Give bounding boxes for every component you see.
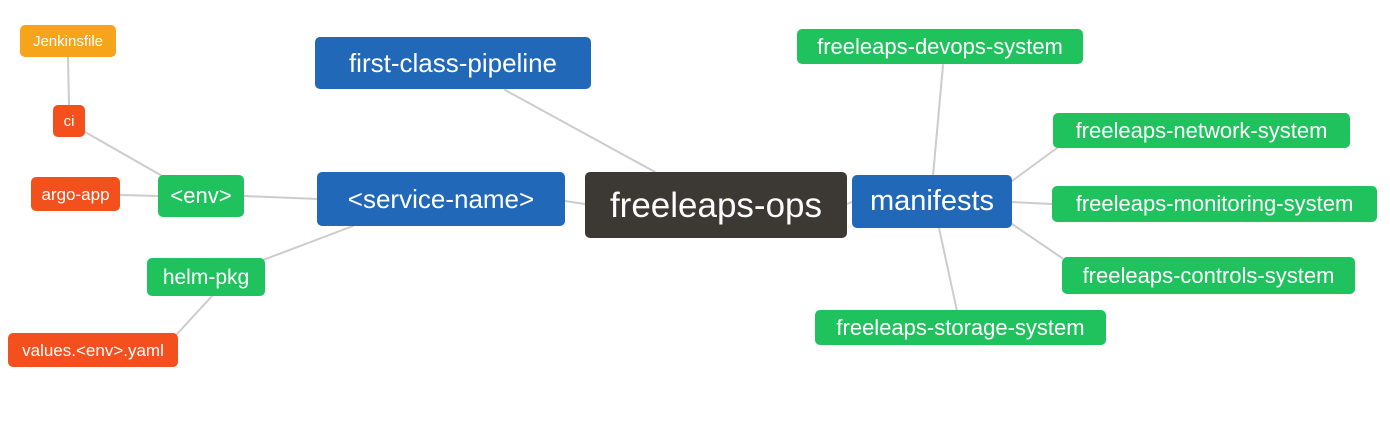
node-manifests[interactable]: manifests: [852, 175, 1012, 228]
edge-ops-manifests: [846, 201, 853, 205]
edge-ci-env: [84, 131, 165, 178]
node-freeleaps-monitoring-system[interactable]: freeleaps-monitoring-system: [1052, 186, 1377, 222]
node-env[interactable]: <env>: [158, 175, 244, 217]
edge-manifests-controls-system: [1011, 223, 1063, 259]
node-freeleaps-ops-root[interactable]: freeleaps-ops: [585, 172, 847, 238]
edge-jenkinsfile-ci: [67, 56, 70, 106]
node-freeleaps-devops-system[interactable]: freeleaps-devops-system: [797, 29, 1083, 64]
node-first-class-pipeline[interactable]: first-class-pipeline: [315, 37, 591, 89]
node-freeleaps-storage-system[interactable]: freeleaps-storage-system: [815, 310, 1106, 345]
edge-manifests-network-system: [1011, 147, 1058, 182]
edge-env-service-name: [243, 195, 319, 200]
node-freeleaps-controls-system[interactable]: freeleaps-controls-system: [1062, 257, 1355, 294]
node-argo-app[interactable]: argo-app: [31, 177, 120, 211]
edge-helm-pkg-service-name: [262, 225, 354, 261]
node-service-name[interactable]: <service-name>: [317, 172, 565, 226]
edge-service-name-ops: [564, 200, 586, 205]
edge-manifests-storage-system: [938, 227, 958, 312]
node-values-env-yaml[interactable]: values.<env>.yaml: [8, 333, 178, 367]
edge-values-helm-pkg: [176, 295, 213, 335]
edge-argo-app-env: [119, 194, 159, 197]
edge-manifests-monitoring-system: [1011, 201, 1053, 205]
node-helm-pkg[interactable]: helm-pkg: [147, 258, 265, 296]
node-jenkinsfile[interactable]: Jenkinsfile: [20, 25, 116, 57]
node-ci[interactable]: ci: [53, 105, 85, 137]
edge-first-class-pipeline-ops: [504, 89, 656, 173]
node-freeleaps-network-system[interactable]: freeleaps-network-system: [1053, 113, 1350, 148]
edge-manifests-devops-system: [932, 64, 944, 177]
